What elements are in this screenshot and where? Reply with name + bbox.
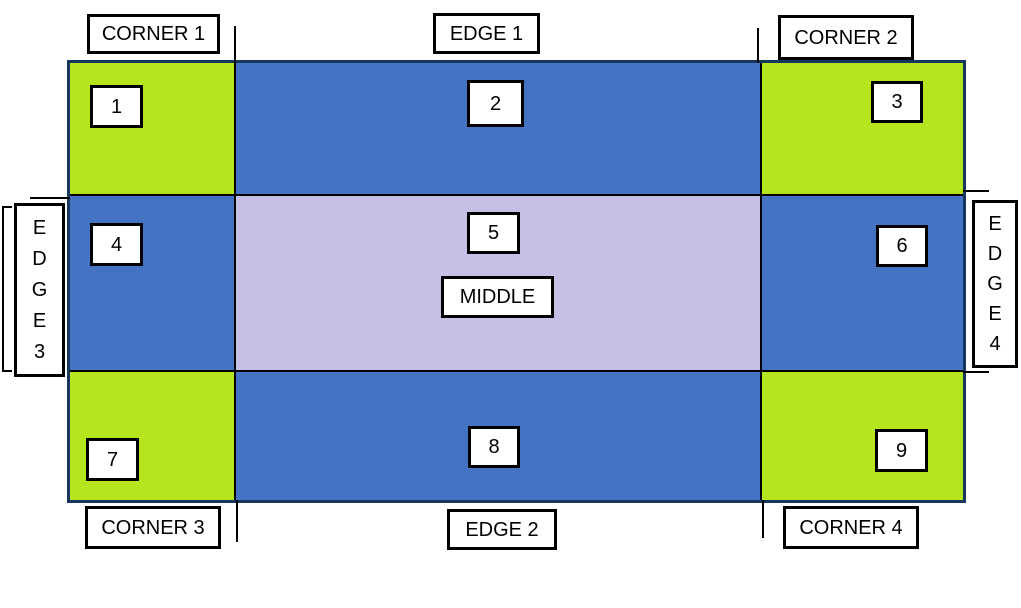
grid-line-vertical-right xyxy=(760,63,762,500)
tick-bottom-right xyxy=(762,500,764,538)
tick-right-row-divider-top xyxy=(963,190,989,192)
number-box-7: 7 xyxy=(86,438,139,481)
number-box-4: 4 xyxy=(90,223,143,266)
label-corner-4: CORNER 4 xyxy=(783,506,919,549)
middle-label-box: MIDDLE xyxy=(441,276,554,318)
number-box-6: 6 xyxy=(876,225,928,267)
cell-corner-2 xyxy=(761,63,963,195)
number-box-8: 8 xyxy=(468,426,520,468)
left-bracket xyxy=(2,206,12,372)
tick-top-right xyxy=(757,28,759,63)
label-corner-1: CORNER 1 xyxy=(87,14,220,54)
label-corner-3: CORNER 3 xyxy=(85,506,221,549)
tick-right-row-divider-bottom xyxy=(963,371,989,373)
number-box-3: 3 xyxy=(871,81,923,123)
grid-line-horizontal-bottom xyxy=(70,370,963,372)
cell-corner-1 xyxy=(70,63,235,195)
number-box-2: 2 xyxy=(467,80,524,127)
tick-left-row-divider xyxy=(30,197,70,199)
number-box-9: 9 xyxy=(875,429,928,472)
grid-line-vertical-left xyxy=(234,63,236,500)
label-edge-2: EDGE 2 xyxy=(447,509,557,550)
number-box-1: 1 xyxy=(90,85,143,128)
label-corner-2: CORNER 2 xyxy=(778,15,914,60)
label-edge-1: EDGE 1 xyxy=(433,13,540,54)
cell-edge-4 xyxy=(761,195,963,371)
cell-edge-3 xyxy=(70,195,235,371)
cell-corner-4 xyxy=(761,371,963,500)
tick-bottom-left xyxy=(236,500,238,542)
grid-line-horizontal-top xyxy=(70,194,963,196)
number-box-5: 5 xyxy=(467,212,520,254)
tick-top-left xyxy=(234,26,236,63)
